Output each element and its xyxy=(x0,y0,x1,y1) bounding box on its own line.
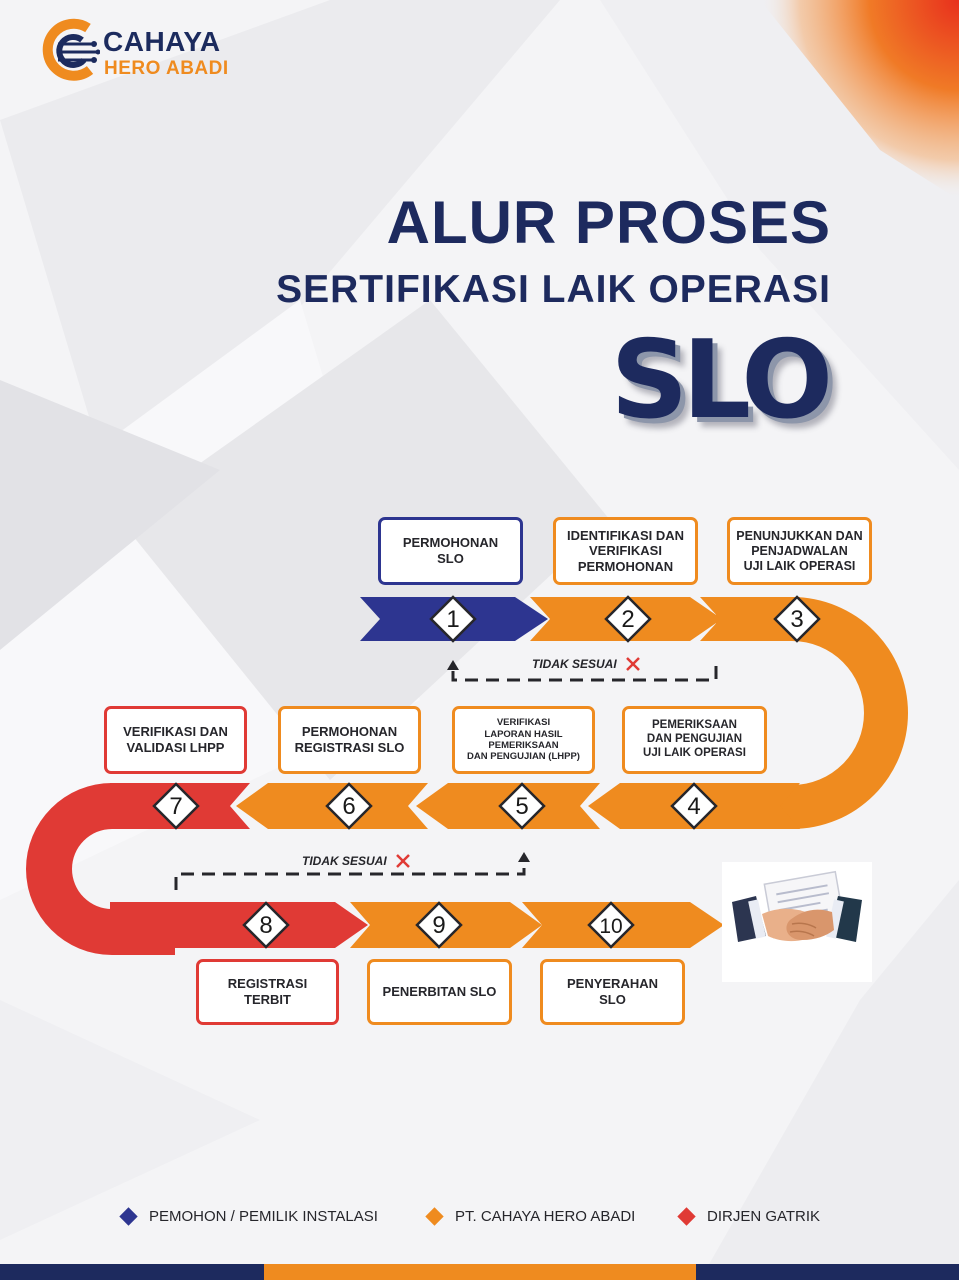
legend-diamond-icon xyxy=(425,1207,444,1226)
step-box-9: PENERBITAN SLO xyxy=(367,959,512,1025)
flow-curve-right xyxy=(716,597,908,829)
footer-segment xyxy=(0,1264,264,1280)
footer-segment xyxy=(264,1264,696,1280)
step-number: 10 xyxy=(599,915,622,938)
step-box-6: PERMOHONAN REGISTRASI SLO xyxy=(278,706,421,774)
loop-label-2: TIDAK SESUAI xyxy=(302,853,411,869)
step-box-1: PERMOHONAN SLO xyxy=(378,517,523,585)
step-marker-7: 7 xyxy=(152,782,200,830)
step-number: 2 xyxy=(621,606,634,633)
title-line-2: SERTIFIKASI LAIK OPERASI xyxy=(276,268,831,311)
step-diamond-icon xyxy=(587,901,635,949)
step-diamond-icon xyxy=(498,782,546,830)
legend-item-cahaya: PT. CAHAYA HERO ABADI xyxy=(425,1207,636,1226)
title-line-1: ALUR PROSES xyxy=(386,189,831,256)
step-diamond-icon xyxy=(429,595,477,643)
step-box-2: IDENTIFIKASI DAN VERIFIKASI PERMOHONAN xyxy=(553,517,698,585)
legend-item-pemohon: PEMOHON / PEMILIK INSTALASI xyxy=(119,1207,378,1226)
step-diamond-icon xyxy=(773,595,821,643)
loop-text: TIDAK SESUAI xyxy=(532,657,617,671)
loop-text: TIDAK SESUAI xyxy=(302,854,387,868)
step-number: 5 xyxy=(515,793,528,820)
legend-diamond-icon xyxy=(677,1207,696,1226)
footer-bar xyxy=(0,1264,959,1280)
step-diamond-icon xyxy=(604,595,652,643)
step-number: 8 xyxy=(259,912,272,939)
brand-logo: CAHAYA HERO ABADI xyxy=(38,18,258,82)
step-number: 1 xyxy=(446,606,459,633)
step-diamond-icon xyxy=(325,782,373,830)
step-diamond-icon xyxy=(242,901,290,949)
c-circuit-logo-icon xyxy=(42,18,100,81)
step-marker-5: 5 xyxy=(498,782,546,830)
legend-label: DIRJEN GATRIK xyxy=(707,1208,821,1225)
corner-accent xyxy=(760,0,959,200)
step-box-10: PENYERAHAN SLO xyxy=(540,959,685,1025)
step-markers: 1 2 3 4 5 6 7 8 9 10 xyxy=(152,595,821,949)
loop-tidak-sesuai-1 xyxy=(447,660,718,682)
step-box-7: VERIFIKASI DAN VALIDASI LHPP xyxy=(104,706,247,774)
step-diamond-icon xyxy=(415,901,463,949)
step-marker-1: 1 xyxy=(429,595,477,643)
loop-arrowhead xyxy=(447,660,459,670)
step-number: 6 xyxy=(342,793,355,820)
step-marker-6: 6 xyxy=(325,782,373,830)
cross-icon xyxy=(625,657,640,671)
cross-icon xyxy=(395,854,410,868)
flow-segment-3 xyxy=(700,597,800,641)
step-diamond-icon xyxy=(152,782,200,830)
step-marker-2: 2 xyxy=(604,595,652,643)
step-number: 3 xyxy=(790,606,803,633)
step-box-8: REGISTRASI TERBIT xyxy=(196,959,339,1025)
step-marker-9: 9 xyxy=(415,901,463,949)
footer-segment xyxy=(696,1264,959,1280)
step-marker-8: 8 xyxy=(242,901,290,949)
legend-label: PEMOHON / PEMILIK INSTALASI xyxy=(149,1208,378,1225)
step-box-4: PEMERIKSAAN DAN PENGUJIAN UJI LAIK OPERA… xyxy=(622,706,767,774)
step-box-5: VERIFIKASI LAPORAN HASIL PEMERIKSAAN DAN… xyxy=(452,706,595,774)
flow-segment-8 xyxy=(110,902,368,948)
step-number: 7 xyxy=(169,793,182,820)
legend: PEMOHON / PEMILIK INSTALASI PT. CAHAYA H… xyxy=(119,1207,880,1238)
legend-label: PT. CAHAYA HERO ABADI xyxy=(455,1208,636,1225)
step-marker-3: 3 xyxy=(773,595,821,643)
title-slo: SLO xyxy=(610,318,833,443)
brand-name: CAHAYA xyxy=(103,26,221,57)
legend-item-dirjen: DIRJEN GATRIK xyxy=(677,1207,821,1226)
step-number: 4 xyxy=(687,793,700,820)
step-marker-10: 10 xyxy=(587,901,635,949)
step-number: 9 xyxy=(432,912,445,939)
brand-subname: HERO ABADI xyxy=(104,58,229,79)
step-marker-4: 4 xyxy=(670,782,718,830)
handshake-icon xyxy=(722,862,872,982)
loop-label-1: TIDAK SESUAI xyxy=(532,656,641,672)
step-diamond-icon xyxy=(670,782,718,830)
step-box-3: PENUNJUKKAN DAN PENJADWALAN UJI LAIK OPE… xyxy=(727,517,872,585)
legend-diamond-icon xyxy=(119,1207,138,1226)
loop-arrowhead xyxy=(518,852,530,862)
loop-tidak-sesuai-2 xyxy=(174,852,530,890)
